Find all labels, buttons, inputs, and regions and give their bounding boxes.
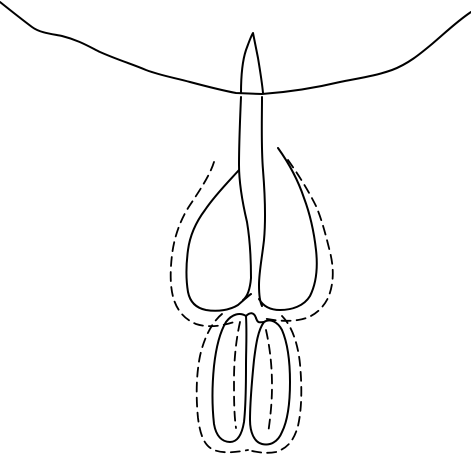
lower-right-dashed-contour <box>248 316 301 453</box>
right-lobe <box>259 148 317 310</box>
junction-line-2 <box>256 318 264 322</box>
central-stalk-upper <box>241 33 263 93</box>
lower-right-inner-dashed <box>266 330 272 434</box>
lower-left-inner-dashed <box>234 322 240 428</box>
stalk-left-edge <box>239 97 251 300</box>
lower-left-dashed-contour <box>197 314 248 452</box>
upper-boundary-line <box>0 2 471 94</box>
stalk-right-edge <box>259 97 265 306</box>
right-lobe-dashed-contour <box>262 160 333 321</box>
junction-line-1 <box>246 313 256 318</box>
lower-left-segment <box>213 314 247 442</box>
